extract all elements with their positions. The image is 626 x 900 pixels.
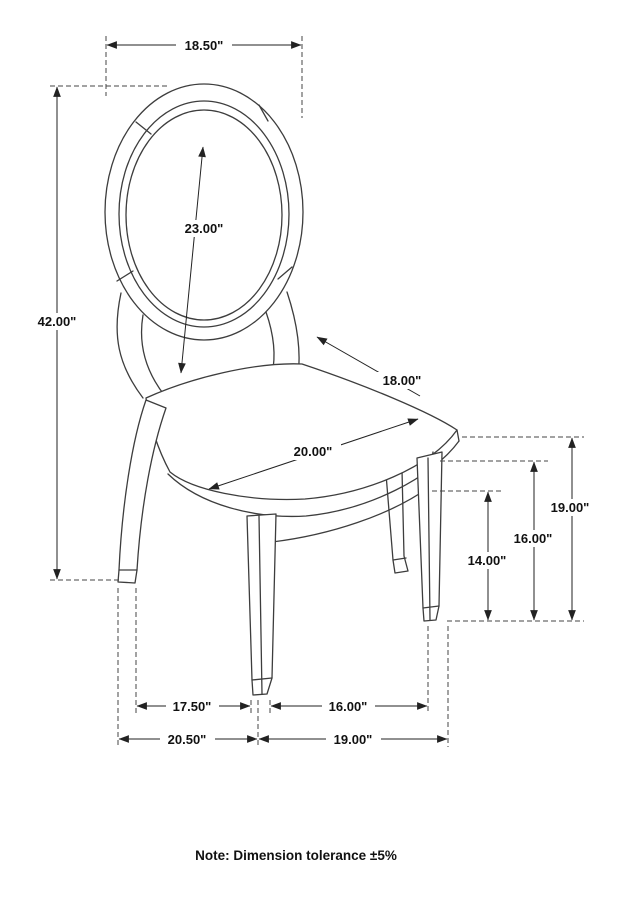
dim-label-back-width: 18.50" bbox=[185, 38, 224, 53]
chair-drawing bbox=[104, 83, 460, 696]
dim-label-base-depth: 20.50" bbox=[168, 732, 207, 747]
dim-label-leg-span-inner: 17.50" bbox=[173, 699, 212, 714]
dim-label-overall-height: 42.00" bbox=[38, 314, 77, 329]
dim-label-floor-to-seat-back: 19.00" bbox=[551, 500, 590, 515]
chair-apron bbox=[271, 487, 429, 543]
leg-foot-line bbox=[392, 557, 407, 561]
dim-label-seat-width: 20.00" bbox=[294, 444, 333, 459]
bottom-extension-lines bbox=[117, 588, 449, 747]
dimension-overall-height: 42.00" bbox=[31, 85, 170, 581]
chair-front-left-leg bbox=[246, 513, 277, 696]
dim-label-front-leg-span: 16.00" bbox=[329, 699, 368, 714]
dim-label-floor-to-apron: 14.00" bbox=[468, 553, 507, 568]
dimension-front-leg-span: 16.00" bbox=[270, 698, 428, 714]
dimension-back-inner-height: 23.00" bbox=[176, 146, 232, 374]
dimension-floor-to-seat-front: 16.00" bbox=[440, 460, 561, 621]
dimension-floor-to-seat-back: 19.00" bbox=[447, 436, 598, 622]
dim-label-back-inner-height: 23.00" bbox=[185, 221, 224, 236]
dimension-seat-width: 20.00" bbox=[208, 418, 419, 490]
tolerance-note: Note: Dimension tolerance ±5% bbox=[195, 848, 397, 863]
chair-front-right-leg bbox=[416, 451, 443, 622]
dimension-floor-to-apron: 14.00" bbox=[432, 490, 515, 621]
chair-back-left-leg bbox=[117, 399, 167, 584]
dim-label-base-width: 19.00" bbox=[334, 732, 373, 747]
dimension-leg-span-inner: 17.50" bbox=[136, 698, 251, 714]
chair-back-oval bbox=[104, 83, 304, 341]
frame-joint-tick bbox=[135, 121, 152, 135]
dimension-base-depth: 20.50" bbox=[118, 731, 258, 747]
dimension-base-width: 19.00" bbox=[258, 731, 448, 747]
dimension-seat-depth: 18.00" bbox=[316, 336, 430, 397]
frame-joint-tick bbox=[277, 266, 293, 280]
dim-line bbox=[178, 146, 206, 374]
dim-label-floor-to-seat-front: 16.00" bbox=[514, 531, 553, 546]
dim-label-seat-depth: 18.00" bbox=[383, 373, 422, 388]
dimension-back-width: 18.50" bbox=[105, 36, 303, 118]
frame-joint-tick bbox=[116, 270, 134, 282]
frame-joint-tick bbox=[258, 104, 269, 122]
